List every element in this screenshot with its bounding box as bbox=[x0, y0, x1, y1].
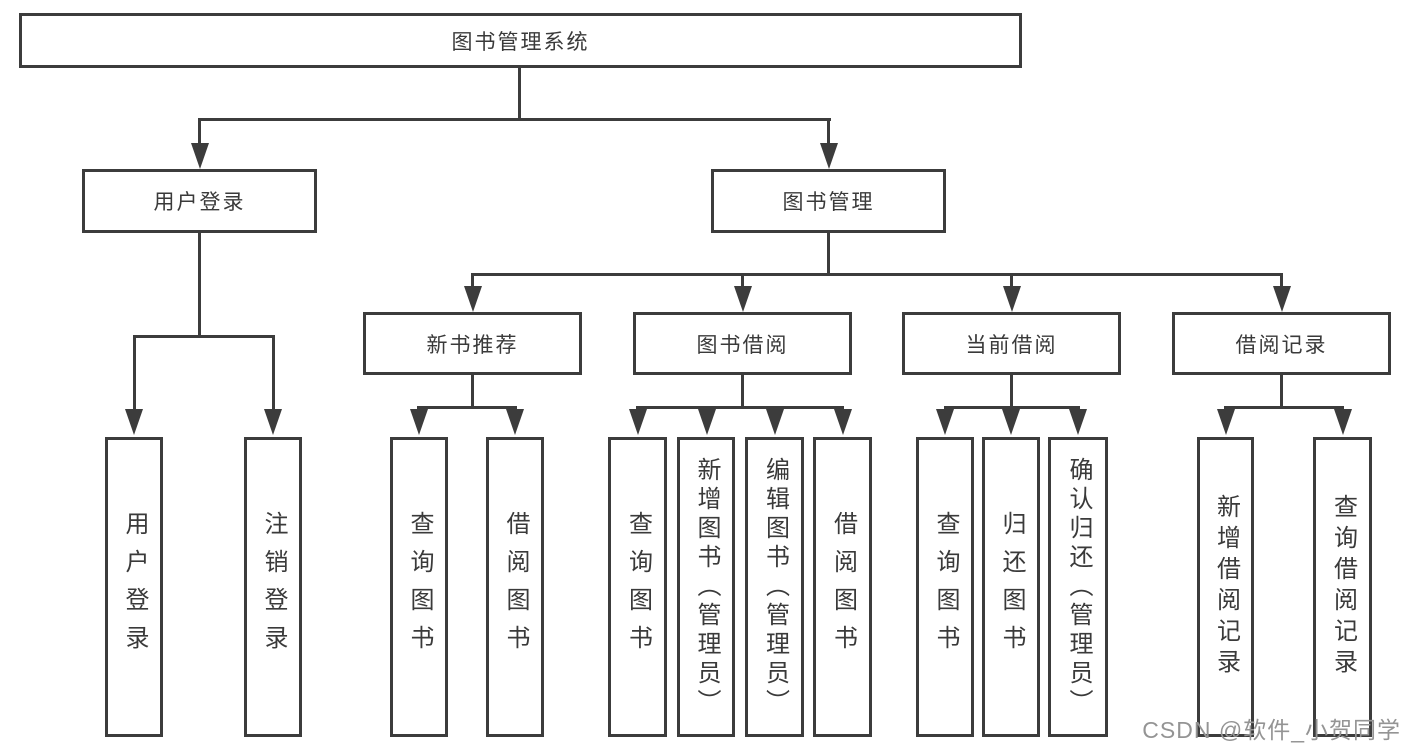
arrowhead-current-borrow bbox=[1003, 286, 1021, 312]
csdn-watermark: CSDN @软件_小贺同学 bbox=[1142, 717, 1401, 743]
leaf-borrow-borrow-books-label: 借阅图书 bbox=[829, 511, 857, 663]
leaf-current-query-books: 查询图书 bbox=[916, 437, 974, 737]
leaf-records-query-record-label: 查询借阅记录 bbox=[1329, 494, 1357, 680]
edge-to-book-borrow-stem bbox=[741, 273, 744, 287]
arrowhead-leaf-logout bbox=[264, 409, 282, 435]
leaf-newrec-borrow-books-label: 借阅图书 bbox=[502, 511, 529, 663]
leaf-newrec-borrow-books: 借阅图书 bbox=[486, 437, 544, 737]
edge-book-mgmt-stub bbox=[827, 233, 830, 273]
arrowhead-bb-add bbox=[698, 409, 716, 435]
leaf-logout: 注销登录 bbox=[244, 437, 302, 737]
arrowhead-bb-edit bbox=[766, 409, 784, 435]
leaf-current-query-books-label: 查询图书 bbox=[932, 511, 959, 663]
leaf-borrow-borrow-books: 借阅图书 bbox=[813, 437, 872, 737]
arrowhead-cb-return bbox=[1002, 409, 1020, 435]
arrowhead-bb-query bbox=[629, 409, 647, 435]
edge-root-stub bbox=[518, 68, 521, 118]
edge-new-book-rec-stub bbox=[471, 375, 474, 406]
arrowhead-borrow-records bbox=[1273, 286, 1291, 312]
arrowhead-cb-confirm bbox=[1069, 409, 1087, 435]
edge-book-borrow-hline bbox=[636, 406, 844, 409]
leaf-borrow-query-books-label: 查询图书 bbox=[624, 511, 652, 663]
arrowhead-user-login bbox=[191, 143, 209, 169]
node-book-borrow-label: 图书借阅 bbox=[696, 333, 789, 357]
arrowhead-book-mgmt bbox=[820, 143, 838, 169]
edge-root-to-book-mgmt-stem bbox=[827, 118, 830, 146]
leaf-borrow-query-books: 查询图书 bbox=[608, 437, 667, 737]
node-book-management-label: 图书管理 bbox=[782, 191, 875, 214]
leaf-user-login: 用户登录 bbox=[105, 437, 163, 737]
node-current-borrow-label: 当前借阅 bbox=[965, 333, 1058, 357]
node-new-book-recommend-label: 新书推荐 bbox=[426, 333, 519, 357]
leaf-records-add-record-label: 新增借阅记录 bbox=[1212, 494, 1240, 680]
arrowhead-book-borrow bbox=[734, 286, 752, 312]
leaf-borrow-add-books-admin-label: 新增图书（管理员） bbox=[693, 456, 720, 718]
edge-to-current-borrow-stem bbox=[1010, 273, 1013, 287]
leaf-logout-label: 注销登录 bbox=[260, 511, 287, 663]
leaf-newrec-query-books-label: 查询图书 bbox=[406, 511, 433, 663]
node-book-management: 图书管理 bbox=[711, 169, 946, 233]
node-user-login-label: 用户登录 bbox=[153, 191, 246, 214]
leaf-newrec-query-books: 查询图书 bbox=[390, 437, 448, 737]
edge-current-borrow-stub bbox=[1010, 375, 1013, 406]
edge-to-leaf-login-stem bbox=[133, 335, 136, 411]
node-root-label: 图书管理系统 bbox=[451, 30, 590, 54]
arrowhead-new-book-rec bbox=[464, 286, 482, 312]
arrowhead-leaf-login bbox=[125, 409, 143, 435]
edge-user-login-stub bbox=[198, 233, 201, 335]
edge-to-new-book-rec-stem bbox=[471, 273, 474, 287]
node-borrow-records: 借阅记录 bbox=[1172, 312, 1391, 375]
node-borrow-records-label: 借阅记录 bbox=[1235, 333, 1328, 357]
leaf-current-return-books-label: 归还图书 bbox=[998, 511, 1025, 663]
node-user-login: 用户登录 bbox=[82, 169, 317, 233]
edge-to-borrow-records-stem bbox=[1280, 273, 1283, 287]
edge-book-borrow-stub bbox=[741, 375, 744, 406]
leaf-records-query-record: 查询借阅记录 bbox=[1313, 437, 1372, 737]
leaf-user-login-label: 用户登录 bbox=[121, 511, 148, 663]
arrowhead-newrec-borrow bbox=[506, 409, 524, 435]
leaf-current-return-books: 归还图书 bbox=[982, 437, 1040, 737]
arrowhead-newrec-query bbox=[410, 409, 428, 435]
leaf-records-add-record: 新增借阅记录 bbox=[1197, 437, 1254, 737]
node-book-borrow: 图书借阅 bbox=[633, 312, 852, 375]
node-new-book-recommend: 新书推荐 bbox=[363, 312, 582, 375]
leaf-borrow-add-books-admin: 新增图书（管理员） bbox=[677, 437, 735, 737]
leaf-current-confirm-return-admin-label: 确认归还（管理员） bbox=[1065, 456, 1092, 718]
edge-to-leaf-logout-stem bbox=[272, 335, 275, 411]
leaf-borrow-edit-books-admin-label: 编辑图书（管理员） bbox=[761, 456, 789, 718]
edge-borrow-records-hline bbox=[1224, 406, 1344, 409]
arrowhead-cb-query bbox=[936, 409, 954, 435]
node-root: 图书管理系统 bbox=[19, 13, 1022, 68]
edge-new-book-rec-hline bbox=[417, 406, 517, 409]
edge-root-to-user-login-stem bbox=[198, 118, 201, 146]
arrowhead-br-query bbox=[1334, 409, 1352, 435]
edge-borrow-records-stub bbox=[1280, 375, 1283, 406]
node-current-borrow: 当前借阅 bbox=[902, 312, 1121, 375]
leaf-current-confirm-return-admin: 确认归还（管理员） bbox=[1048, 437, 1108, 737]
arrowhead-bb-borrow bbox=[834, 409, 852, 435]
edge-user-login-hline bbox=[133, 335, 275, 338]
leaf-borrow-edit-books-admin: 编辑图书（管理员） bbox=[745, 437, 804, 737]
edge-root-hline bbox=[198, 118, 831, 121]
edge-book-mgmt-hline bbox=[471, 273, 1283, 276]
arrowhead-br-add bbox=[1217, 409, 1235, 435]
